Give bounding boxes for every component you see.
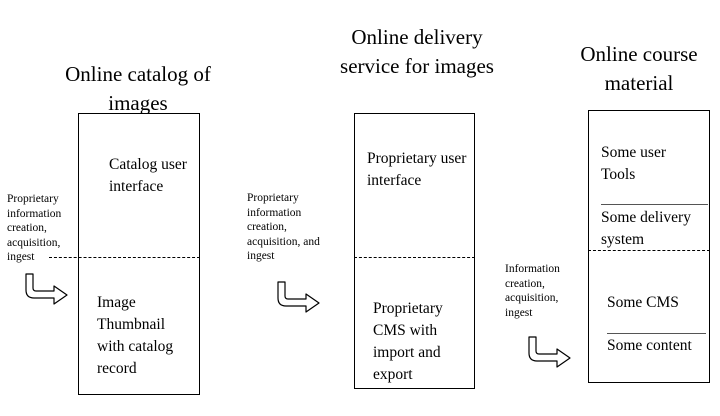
delivery-ui-text: Proprietary user interface: [367, 150, 467, 189]
input-label-delivery: Proprietary information creation, acquis…: [247, 192, 320, 262]
course-delivery-system-text: Some delivery system: [601, 209, 691, 248]
course-content-text: Some content: [607, 337, 692, 354]
box-online-delivery: [354, 113, 475, 389]
divider-course-1: [601, 204, 708, 205]
divider-course-3: [607, 333, 706, 334]
box-online-catalog: [78, 113, 200, 395]
divider-catalog: [49, 257, 200, 258]
title-online-delivery: Online delivery service for images: [340, 25, 494, 78]
divider-course-2: [588, 250, 710, 251]
catalog-ui-text: Catalog user interface: [109, 156, 187, 195]
box-online-course: [588, 110, 710, 383]
input-label-catalog: Proprietary information creation, acquis…: [7, 193, 62, 263]
curved-arrow-icon: [25, 273, 68, 305]
input-label-course: Information creation, acquisition, inges…: [505, 263, 560, 319]
catalog-thumbnail-text: Image Thumbnail with catalog record: [97, 294, 174, 377]
curved-arrow-icon: [277, 281, 320, 313]
course-cms-text: Some CMS: [607, 294, 679, 311]
title-online-course: Online course material: [580, 42, 698, 95]
curved-arrow-icon: [528, 336, 571, 368]
course-user-tools-text: Some user Tools: [601, 144, 667, 183]
title-online-catalog: Online catalog of images: [65, 62, 211, 115]
delivery-cms-text: Proprietary CMS with import and export: [373, 300, 443, 383]
divider-delivery: [354, 257, 475, 258]
